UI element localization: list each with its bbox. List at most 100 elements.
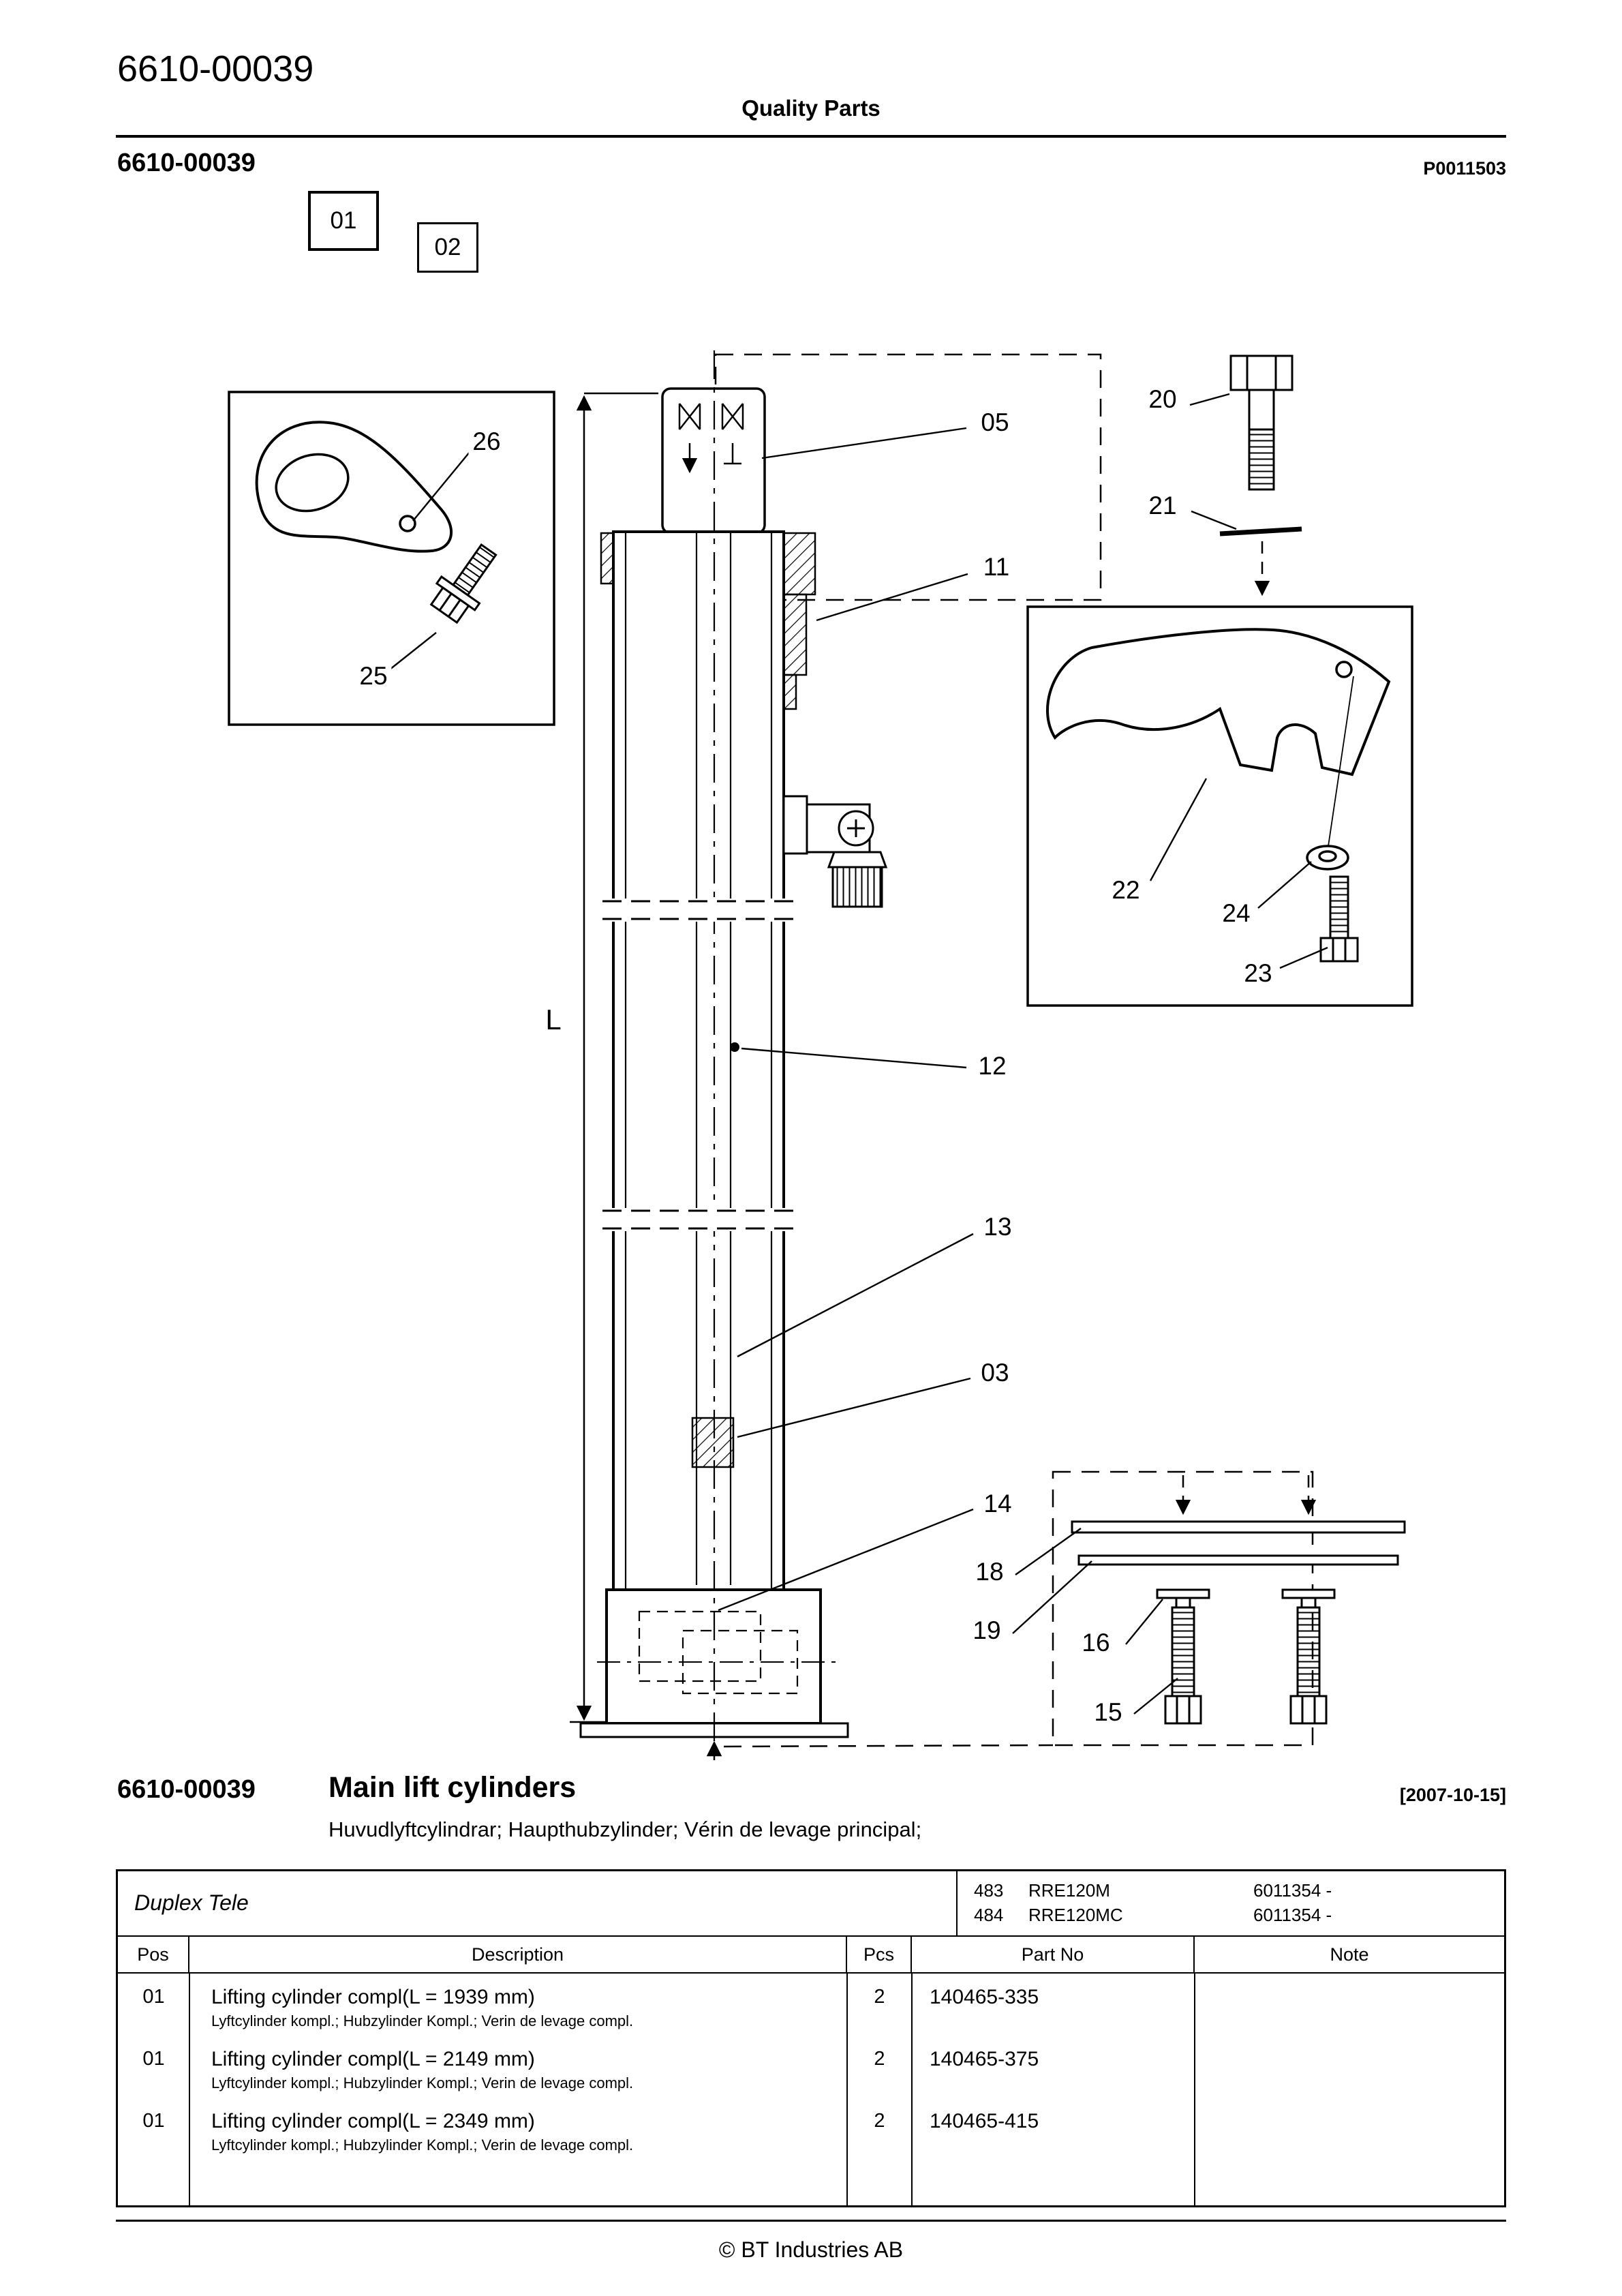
cell-note: [1195, 1986, 1504, 2030]
description-main: Lifting cylinder compl(L = 2149 mm): [211, 2048, 535, 2070]
column-divider: [189, 1974, 190, 2205]
column-divider: [911, 1974, 913, 2205]
footer-rule: [116, 2220, 1506, 2222]
column-header-pcs: Pcs: [847, 1937, 912, 1972]
description-sub: Lyftcylinder kompl.; Hubzylinder Kompl.;…: [211, 2012, 634, 2029]
figure-ref-label: 02: [434, 234, 461, 260]
table-row: 01 Lifting cylinder compl(L = 2349 mm) Lyf…: [118, 2102, 1504, 2164]
cell-part-no: 140465-335: [930, 1986, 1039, 2008]
callout-16: 16: [1077, 1629, 1114, 1657]
callout-03: 03: [977, 1359, 1013, 1387]
callout-26: 26: [468, 427, 505, 456]
bolt-16-drawing: [1156, 1588, 1210, 1725]
piston-03-drawing: [691, 1417, 735, 1468]
description-main: Lifting cylinder compl(L = 1939 mm): [211, 1986, 535, 2008]
callout-24: 24: [1218, 899, 1255, 928]
column-divider: [1194, 1974, 1195, 2205]
cell-part-no: 140465-375: [930, 2048, 1039, 2070]
plate-19-drawing: [1077, 1554, 1399, 1566]
mounting-assembly-drawing: [1052, 1470, 1406, 1747]
diagram-svg: [228, 350, 1413, 1760]
cell-pcs: 2: [874, 1986, 885, 2008]
callout-21: 21: [1144, 492, 1181, 520]
bolt-20-drawing: [1229, 354, 1294, 491]
column-header-part-no: Part No: [912, 1937, 1195, 1972]
cell-pcs: 2: [874, 2110, 885, 2132]
cell-part-no: 140465-415: [930, 2110, 1039, 2132]
revision-date: [2007-10-15]: [1399, 1785, 1506, 1805]
section-number: 6610-00039: [117, 149, 256, 177]
column-header-pos: Pos: [118, 1937, 189, 1972]
description-sub: Lyftcylinder kompl.; Hubzylinder Kompl.;…: [211, 2074, 634, 2091]
document-number: 6610-00039: [117, 48, 314, 89]
description-sub: Lyftcylinder kompl.; Hubzylinder Kompl.;…: [211, 2136, 634, 2154]
callout-20: 20: [1144, 385, 1181, 414]
table-row: 01 Lifting cylinder compl(L = 1939 mm) Lyf…: [118, 1978, 1504, 2040]
copyright: © BT Industries AB: [718, 2237, 904, 2262]
bolt-25-drawing: [429, 543, 498, 624]
model-serial: 6011354 -: [1253, 1880, 1332, 1901]
callout-23: 23: [1240, 959, 1276, 988]
model-divider: [956, 1871, 958, 1935]
description-main: Lifting cylinder compl(L = 2349 mm): [211, 2110, 535, 2132]
leader-lines: [389, 393, 1328, 1715]
bolt-23-drawing: [1319, 875, 1359, 963]
cell-description: Lifting cylinder compl(L = 1939 mm) Lyftc…: [189, 1986, 847, 2030]
callout-13: 13: [979, 1213, 1016, 1241]
callout-05: 05: [977, 408, 1013, 437]
variant-name: Duplex Tele: [134, 1890, 249, 1915]
fork-plate-drawing: [1046, 628, 1391, 776]
rod-top-valve-symbols: [678, 403, 744, 474]
callout-15: 15: [1090, 1698, 1127, 1727]
callout-25: 25: [355, 662, 392, 691]
cell-note: [1195, 2110, 1504, 2154]
cell-pcs: 2: [874, 2048, 885, 2070]
parts-rows: 01 Lifting cylinder compl(L = 1939 mm) Lyf…: [118, 1974, 1504, 2205]
column-header-description: Description: [189, 1937, 847, 1972]
plate-18-drawing: [1071, 1520, 1406, 1534]
quality-parts-label: Quality Parts: [741, 95, 881, 121]
model-code: 484: [974, 1905, 1004, 1925]
figure-ref-box-01: 01: [308, 191, 379, 251]
cell-description: Lifting cylinder compl(L = 2149 mm) Lyftc…: [189, 2048, 847, 2092]
bolt-15-drawing: [1281, 1588, 1336, 1725]
callout-18: 18: [971, 1558, 1008, 1586]
cylinder-collar-drawing: [600, 532, 816, 710]
model-line: 484 RRE120MC 6011354 -: [974, 1903, 1497, 1927]
cell-description: Lifting cylinder compl(L = 2349 mm) Lyftc…: [189, 2110, 847, 2154]
page-title: Main lift cylinders: [328, 1771, 577, 1804]
dashed-connector: [723, 1744, 1054, 1748]
callout-12: 12: [974, 1052, 1011, 1081]
header-rule: [116, 135, 1506, 138]
model-serial: 6011354 -: [1253, 1905, 1332, 1925]
plate-code: P0011503: [1423, 158, 1506, 179]
cell-pos: 01: [142, 2110, 165, 2132]
dimension-label: L: [541, 1003, 566, 1036]
callout-19: 19: [968, 1616, 1005, 1645]
cell-note: [1195, 2048, 1504, 2092]
title-translations: Huvudlyftcylindrar; Haupthubzylinder; Vé…: [328, 1817, 922, 1841]
figure-ref-box-02: 02: [417, 222, 478, 273]
title-part-number: 6610-00039: [117, 1775, 256, 1804]
model-code: 483: [974, 1880, 1004, 1901]
cell-pos: 01: [142, 1986, 165, 2008]
figure-ref-label: 01: [330, 207, 357, 234]
callout-11: 11: [979, 553, 1014, 581]
break-lines: [602, 898, 796, 1231]
cell-pos: 01: [142, 2048, 165, 2070]
model-name: RRE120MC: [1028, 1905, 1123, 1925]
valve-fitting-drawing: [782, 795, 888, 908]
washer-21-drawing: [1219, 526, 1302, 537]
callout-22: 22: [1107, 876, 1144, 905]
column-divider: [846, 1974, 848, 2205]
table-row: 01 Lifting cylinder compl(L = 2149 mm) Lyf…: [118, 2040, 1504, 2102]
inset-box-fork-plate: [1026, 605, 1413, 1007]
port-12-drawing: [730, 1042, 739, 1052]
main-cylinder-drawing: [612, 387, 785, 1591]
